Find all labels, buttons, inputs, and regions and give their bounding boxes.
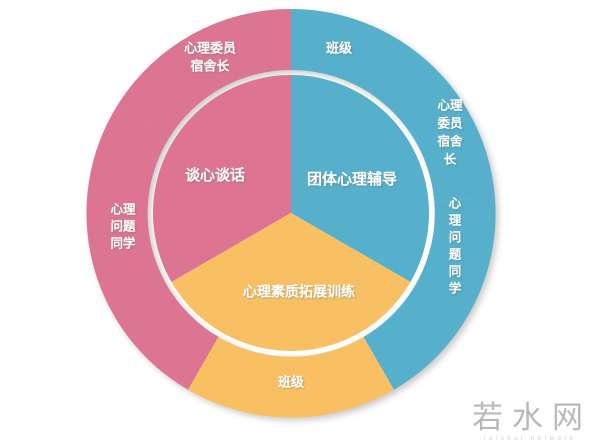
outer-label-blue-mid-line1: 心理 xyxy=(437,98,463,112)
outer-segment-blue-middle xyxy=(375,47,495,203)
outer-ring-group xyxy=(86,8,496,418)
outer-label-blue-mid-line2: 委员 xyxy=(436,115,463,130)
watermark-subtitle: ruishui network xyxy=(483,436,577,442)
outer-segment-blue-top xyxy=(291,8,412,97)
outer-label-pink-upper-line1: 心理委员 xyxy=(184,40,236,55)
watermark: 若水网 ruishui network xyxy=(472,402,592,442)
outer-label-blue-bottom-c5: 同 xyxy=(449,264,462,278)
outer-label-pink-upper-line2: 宿舍长 xyxy=(190,58,230,73)
inner-label-blue: 团体心理辅导 xyxy=(307,170,397,188)
watermark-title: 若水网 xyxy=(472,400,592,437)
outer-segment-pink-upper xyxy=(117,8,291,138)
outer-label-blue-bottom-c4: 题 xyxy=(449,247,462,261)
inner-label-orange: 心理素质拓展训练 xyxy=(243,284,355,300)
outer-label-blue-mid-line3: 宿舍 xyxy=(437,133,463,148)
outer-label-blue-bottom-c2: 理 xyxy=(449,213,462,227)
inner-ring-group xyxy=(153,75,429,351)
outer-label-orange-bottom: 班级 xyxy=(278,374,305,389)
outer-label-blue-bottom-c6: 学 xyxy=(449,280,462,295)
outer-label-pink-left-line1: 心理 xyxy=(110,202,136,216)
outer-segment-pink-left xyxy=(86,104,219,390)
outer-label-pink-left-line2: 问题 xyxy=(110,218,136,233)
inner-segment-pink xyxy=(153,75,291,282)
outer-label-blue-mid-line4: 长 xyxy=(444,151,457,166)
outer-label-blue-bottom-c3: 问 xyxy=(449,229,462,244)
inner-segment-orange xyxy=(171,213,411,351)
outer-label-blue-top: 班级 xyxy=(326,40,353,55)
outer-label-blue-bottom-c1: 心 xyxy=(449,196,462,210)
inner-segment-blue xyxy=(291,75,429,282)
outer-label-pink-left-line3: 同学 xyxy=(110,235,136,250)
inner-label-pink: 谈心谈话 xyxy=(185,166,245,184)
outer-segment-orange-bottom xyxy=(188,336,394,418)
outer-segment-blue-bottom xyxy=(363,196,496,390)
label-group: 谈心谈话 团体心理辅导 心理素质拓展训练 心理委员 宿舍长 心理 问题 同学 班… xyxy=(110,40,463,389)
